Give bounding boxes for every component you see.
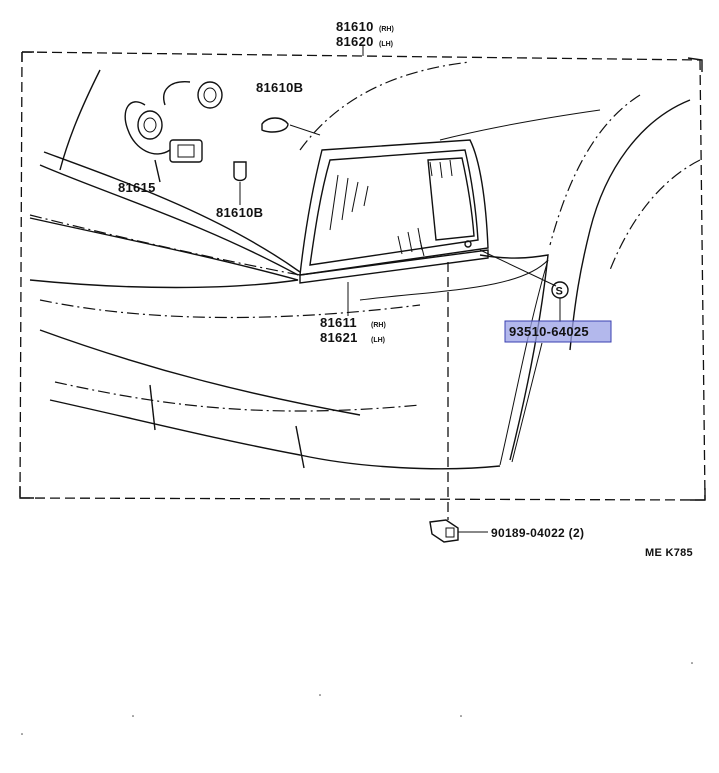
label-81610-side: (RH) [379,26,394,33]
clip-part [429,519,488,543]
assembly-boundary [19,51,706,501]
label-81620-side: (LH) [379,41,393,48]
screw-symbol: S [479,249,569,463]
label-81610[interactable]: 81610 [336,19,374,34]
label-81615[interactable]: 81615 [118,180,156,195]
diagram-code: ME K785 [645,547,693,559]
label-81621-side: (LH) [371,337,385,344]
bulb-a [261,117,321,136]
label-81610b-a[interactable]: 81610B [256,80,303,95]
label-81610b-b[interactable]: 81610B [216,205,263,220]
label-90189-04022[interactable]: 90189-04022 (2) [491,526,584,540]
label-93510-64025[interactable]: 93510-64025 [509,324,589,339]
scan-specks [21,662,693,735]
screw-highlight [504,320,612,343]
bulb-b [233,161,247,205]
label-81611-side: (RH) [371,322,386,329]
label-81620[interactable]: 81620 [336,34,374,49]
label-81621[interactable]: 81621 [320,330,358,345]
car-body-panels [29,61,701,470]
corner-lamp [299,139,489,284]
label-81611[interactable]: 81611 [320,315,357,330]
svg-text:S: S [556,286,563,298]
socket-assembly [124,81,223,183]
